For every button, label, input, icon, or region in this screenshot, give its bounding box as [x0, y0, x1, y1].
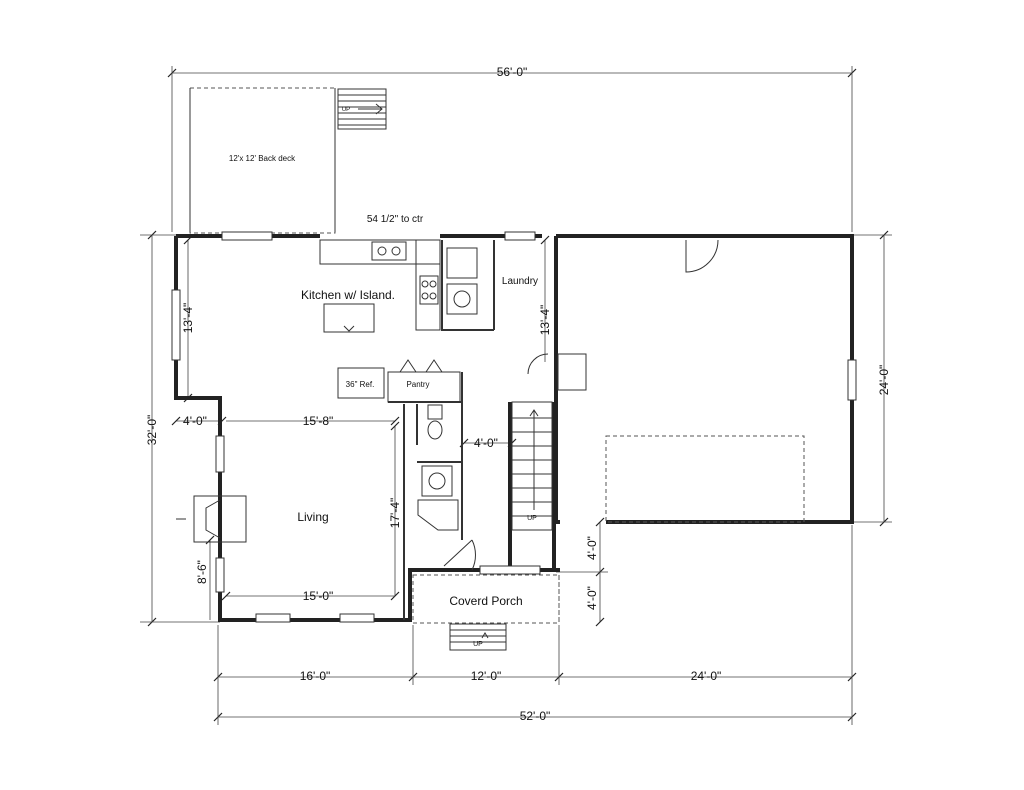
dim-left-overall: 32'-0": [145, 415, 159, 446]
dim-top-overall: 56'-0": [497, 65, 528, 79]
dim-living-left-lower: 8'-6": [195, 560, 209, 584]
washer-dryer: [446, 247, 478, 315]
dim-bottom-middle: 12'-0": [471, 669, 502, 683]
dim-hall-width: 4'-0": [474, 436, 498, 450]
dim-kitchen-left: 13'-4": [181, 303, 195, 334]
dim-living-width-bottom: 15'-0": [303, 589, 334, 603]
dim-bottom-left: 16'-0": [300, 669, 331, 683]
interior-stair: [511, 401, 553, 531]
dim-bottom-right: 24'-0": [691, 669, 722, 683]
fireplace: [176, 495, 247, 543]
stair-interior-up: UP: [527, 515, 537, 522]
windows: [171, 231, 857, 623]
dim-left-jog: 4'-0": [183, 414, 207, 428]
dim-living-width-top: 15'-8": [303, 414, 334, 428]
dimension-lines: [140, 66, 892, 725]
room-living: Living: [297, 510, 328, 524]
deck-stair: [337, 88, 387, 130]
exterior-walls: [174, 234, 854, 622]
dim-laundry-height: 13'-4": [538, 305, 552, 336]
half-bath: [417, 404, 459, 531]
room-porch: Coverd Porch: [449, 594, 522, 608]
interior-walls: [388, 240, 495, 620]
dim-living-depth: 17'-4": [388, 498, 402, 529]
back-deck: [189, 87, 387, 234]
refrigerator: [337, 367, 385, 399]
dim-porch-upper: 4'-0": [585, 536, 599, 560]
kitchen-island: [323, 303, 375, 333]
stair-deck-up: UP: [342, 107, 350, 113]
room-kitchen: Kitchen w/ Island.: [301, 288, 395, 302]
doors: [399, 239, 719, 571]
labels: 56'-0" 52'-0" 16'-0" 12'-0" 24'-0" 32'-0…: [145, 65, 891, 723]
room-laundry: Laundry: [502, 276, 538, 287]
pantry: [387, 371, 461, 403]
porch-stair: [449, 623, 507, 651]
room-pantry: Pantry: [406, 380, 429, 389]
dim-porch-lower: 4'-0": [585, 586, 599, 610]
covered-porch: [412, 574, 560, 624]
chimney-box: [557, 353, 587, 391]
dim-bottom-overall: 52'-0": [520, 709, 551, 723]
dim-right-garage: 24'-0": [877, 365, 891, 396]
room-back-deck: 12'x 12' Back deck: [229, 154, 296, 163]
room-refrigerator: 36" Ref.: [346, 380, 375, 389]
kitchen-counters: [319, 239, 441, 331]
garage-parking-outline: [605, 435, 805, 523]
note-sink-center: 54 1/2" to ctr: [367, 214, 424, 225]
stair-porch-up: UP: [473, 641, 483, 648]
